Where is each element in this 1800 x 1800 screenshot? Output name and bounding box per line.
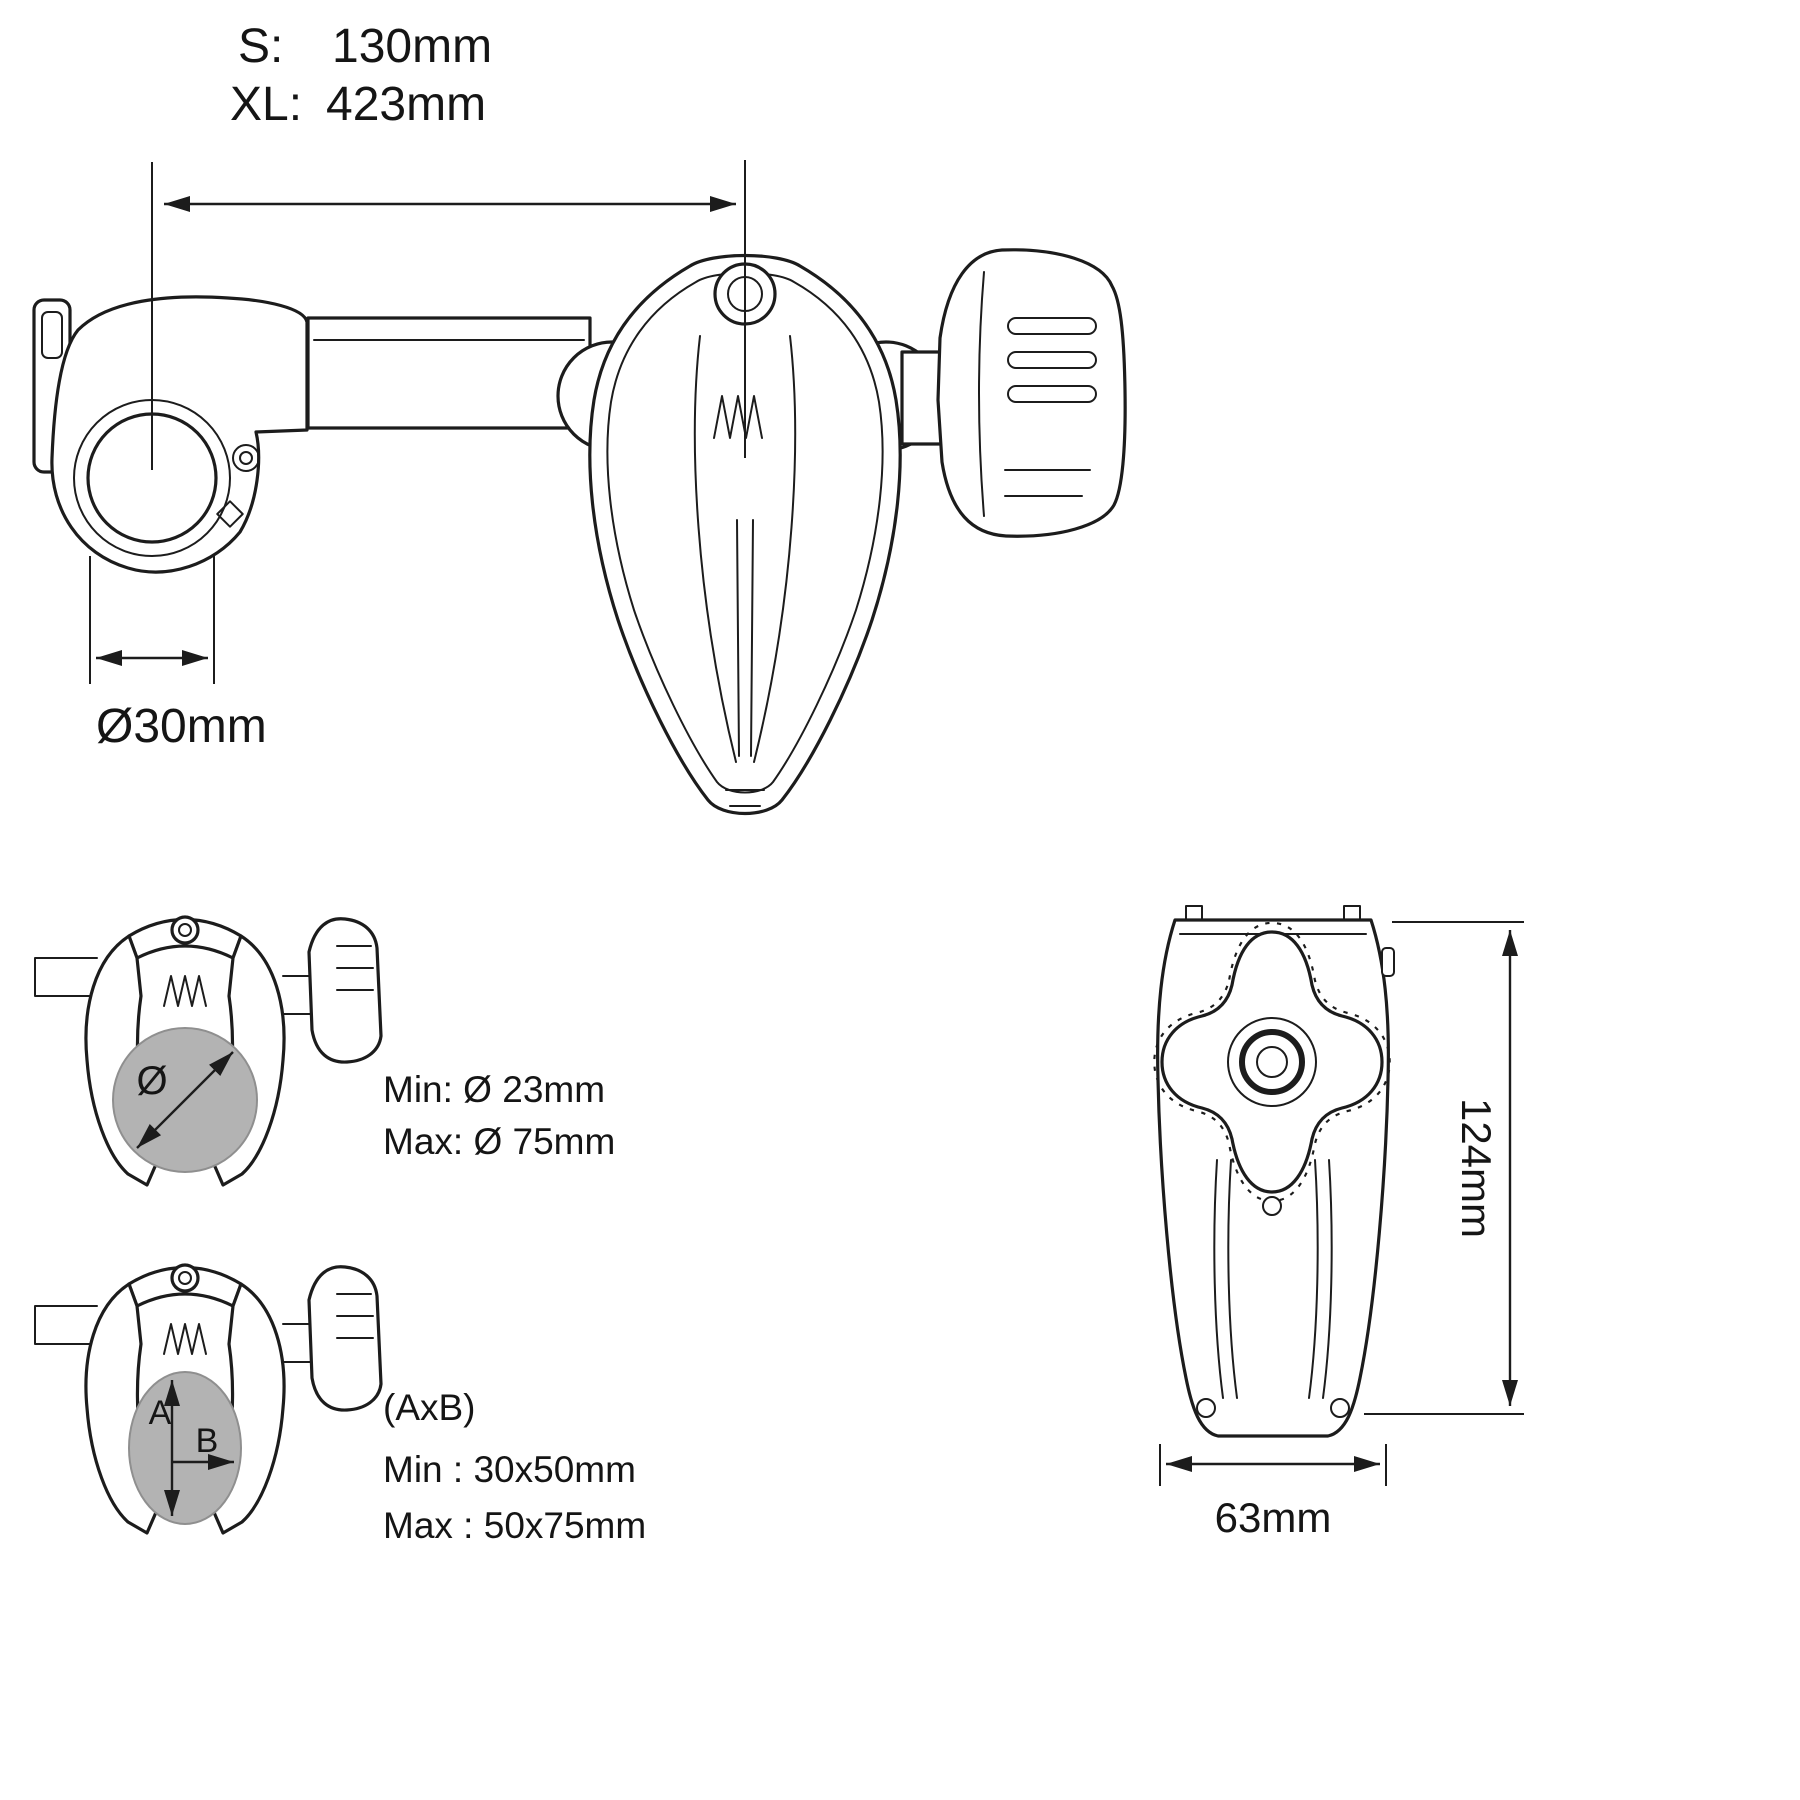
knob-lower-lines [1004,469,1091,497]
round-diameter-symbol: Ø [136,1059,167,1103]
knob-contour [978,271,985,517]
knob-hub-ring-inner [1256,1046,1288,1078]
front-screw-left [1196,1398,1216,1418]
round-capacity-view: Ø Min: Ø 23mm Max: Ø 75mm [33,915,615,1187]
length-dimension: S: 130mm XL: 423mm [151,20,746,470]
side-view [32,248,1127,816]
clamp-bolt-outer [232,444,260,472]
oval-b-label: B [196,1422,219,1460]
front-side-tab [1381,947,1395,977]
round-diameter-arrow [136,1051,234,1149]
claw-gripper [588,253,902,816]
size-s-label: S: [238,20,283,73]
claw-spring [713,395,763,439]
front-groove-left-a [1213,1159,1224,1399]
oval-capacity-view: A B (AxB) Min : 30x50mm Max : 50x75mm [33,1263,646,1546]
star-knob-serration [1153,921,1391,1203]
size-xl-label: XL: [230,78,302,131]
front-height-label: 124mm [1453,1098,1500,1238]
size-xl-value: 423mm [326,78,486,131]
clamp-bolt-inner [239,451,253,465]
round-min-label: Min: Ø 23mm [383,1069,605,1110]
claw-right-arm-edge [753,335,797,763]
knob-hub-ring-mid [1239,1029,1305,1095]
front-groove-right-b [1308,1159,1319,1399]
front-bump-detail [1262,1196,1282,1216]
extension-tube [306,316,592,430]
knob-body [936,248,1127,538]
buckle-slot [41,311,63,359]
clamp-latch-detail [216,500,244,528]
star-knob [1160,930,1384,1194]
oval-max-label: Max : 50x75mm [383,1505,646,1546]
knob-grip-slot [1007,317,1097,335]
front-groove-left-b [1227,1159,1238,1399]
oval-title-label: (AxB) [383,1387,476,1428]
claw-center-slot [736,519,754,757]
oval-min-label: Min : 30x50mm [383,1449,636,1490]
round-max-label: Max: Ø 75mm [383,1121,615,1162]
tube-diameter-label: Ø30mm [96,700,267,753]
claw-left-arm-edge [693,335,737,763]
front-screw-right [1330,1398,1350,1418]
front-view: 124mm 63mm [1153,905,1524,1541]
claw-tip-detail [725,789,765,807]
claw-inner-outline [606,272,884,794]
clamped-oval-tube [128,1371,242,1525]
knob-neck [900,350,944,446]
claw-outline [588,253,902,816]
size-s-value: 130mm [332,20,492,73]
tightening-knob [900,248,1127,538]
front-width-label: 63mm [1215,1494,1332,1541]
handlebar-clamp [50,295,309,574]
oval-a-label: A [149,1394,172,1432]
knob-grip-slot [1007,351,1097,369]
knob-hub-ring-outer [1227,1017,1317,1107]
knob-grip-slot [1007,385,1097,403]
front-groove-right-a [1322,1159,1333,1399]
tube-diameter-dimension: Ø30mm [89,556,267,753]
